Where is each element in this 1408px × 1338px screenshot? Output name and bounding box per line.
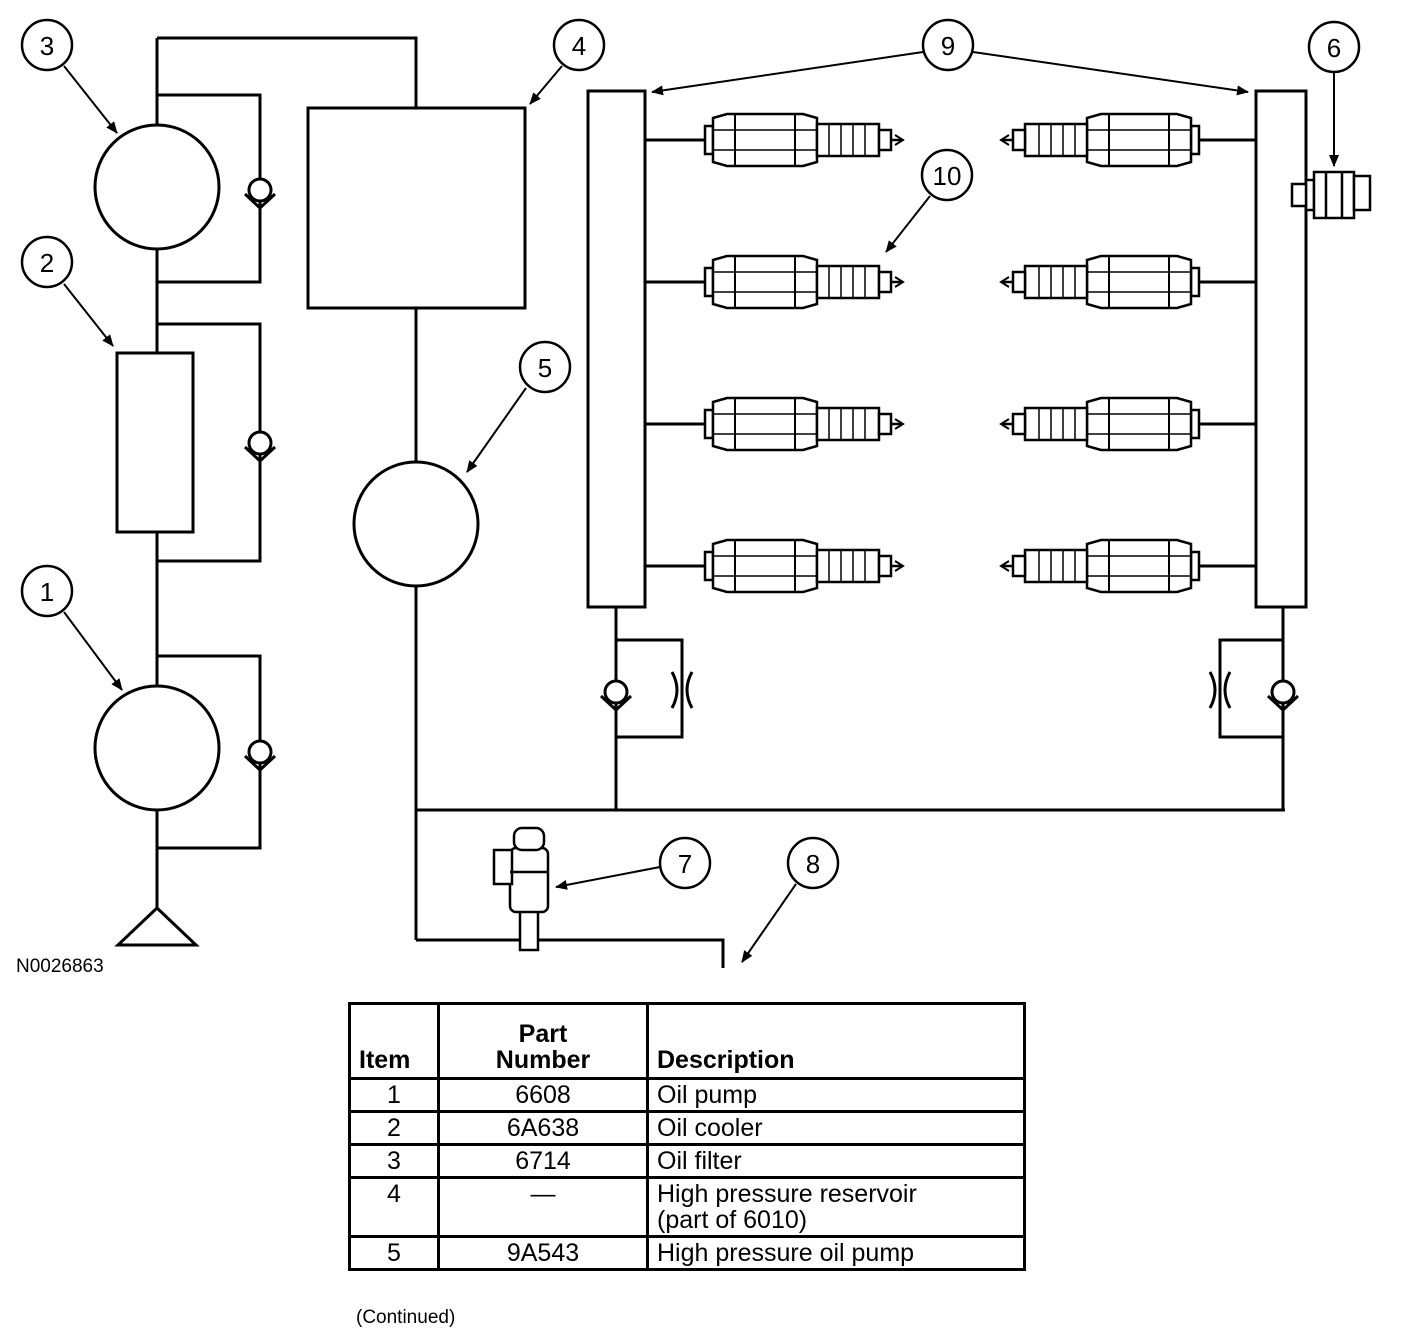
callout-6: 6 xyxy=(1327,33,1341,63)
cell-description: High pressure oil pump xyxy=(646,1235,1026,1271)
oil-pump-symbol xyxy=(93,684,221,812)
callout-1: 1 xyxy=(40,577,54,607)
cell-part: 6714 xyxy=(437,1143,649,1179)
injector-icon xyxy=(999,254,1201,310)
table-row: 2 6A638 Oil cooler xyxy=(348,1110,1026,1146)
injector-icon xyxy=(703,396,905,452)
callout-4: 4 xyxy=(572,31,586,61)
continued-note: (Continued) xyxy=(356,1307,456,1328)
injector-icon xyxy=(703,538,905,594)
cell-part: 9A543 xyxy=(437,1235,649,1271)
callout-10: 10 xyxy=(933,161,962,191)
header-part-line2: Number xyxy=(495,1046,591,1074)
cell-item: 1 xyxy=(348,1077,440,1113)
left-fuel-rail xyxy=(586,89,647,609)
table-row: 4 — High pressure reservoir (part of 601… xyxy=(348,1176,1026,1238)
parts-table: Item Part Number Description 1 6608 Oil … xyxy=(348,1002,1026,1271)
cell-item: 2 xyxy=(348,1110,440,1146)
header-description: Description xyxy=(646,1002,1026,1080)
injector-icon xyxy=(999,538,1201,594)
oil-cooler-symbol xyxy=(115,351,195,534)
injector-icon xyxy=(999,396,1201,452)
callout-5: 5 xyxy=(538,353,552,383)
header-part-number: Part Number xyxy=(437,1002,649,1080)
cell-part: 6608 xyxy=(437,1077,649,1113)
high-pressure-reservoir-symbol xyxy=(306,106,527,310)
cell-description: Oil pump xyxy=(646,1077,1026,1113)
injector-icon xyxy=(703,112,905,168)
sump-symbol xyxy=(114,905,200,947)
description-line2: (part of 6010) xyxy=(657,1206,808,1234)
description-line1: High pressure reservoir xyxy=(657,1180,917,1208)
figure-id: N0026863 xyxy=(16,956,104,977)
cell-description: Oil cooler xyxy=(646,1110,1026,1146)
pressure-sensor-icon xyxy=(1290,170,1372,220)
header-item: Item xyxy=(348,1002,440,1080)
cell-item: 5 xyxy=(348,1235,440,1271)
right-fuel-rail xyxy=(1254,89,1308,609)
callout-8: 8 xyxy=(806,849,820,879)
oil-filter-symbol xyxy=(93,123,221,251)
injector-icon xyxy=(703,254,905,310)
cell-item: 4 xyxy=(348,1176,440,1238)
cell-description: Oil filter xyxy=(646,1143,1026,1179)
oil-system-schematic: 1 2 3 4 5 6 7 8 9 10 xyxy=(20,18,1372,968)
cell-description: High pressure reservoir (part of 6010) xyxy=(646,1176,1026,1238)
table-row: 3 6714 Oil filter xyxy=(348,1143,1026,1179)
callout-7: 7 xyxy=(678,849,692,879)
table-row: 1 6608 Oil pump xyxy=(348,1077,1026,1113)
callout-3: 3 xyxy=(40,31,54,61)
injector-icon xyxy=(999,112,1201,168)
table-row: 5 9A543 High pressure oil pump xyxy=(348,1235,1026,1271)
callout-2: 2 xyxy=(40,248,54,278)
cell-part: — xyxy=(437,1176,649,1238)
callout-9: 9 xyxy=(941,31,955,61)
table-header-row: Item Part Number Description xyxy=(348,1002,1026,1080)
header-part-line1: Part xyxy=(518,1020,568,1048)
cell-part: 6A638 xyxy=(437,1110,649,1146)
cell-item: 3 xyxy=(348,1143,440,1179)
pressure-regulator-icon xyxy=(492,826,550,952)
high-pressure-pump-symbol xyxy=(352,460,480,588)
